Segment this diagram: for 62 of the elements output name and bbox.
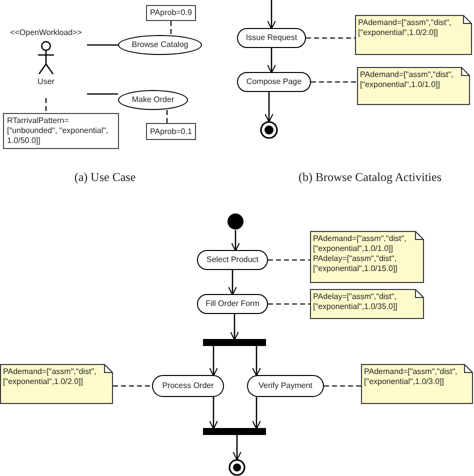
use-case-label: Browse Catalog: [132, 40, 188, 50]
dashed-connector: [268, 259, 310, 261]
action-label: Compose Page: [246, 77, 302, 87]
actor-name: User: [36, 77, 56, 87]
note-text: PAdemand=["assm","dist", ["exponential",1.0/3.0]]: [364, 367, 458, 387]
arrow: [266, 0, 276, 30]
dashed-connector: [45, 98, 47, 113]
use-case-label: Make Order: [132, 95, 174, 105]
note-text: PAdelay=["assm","dist", ["exponential",1.0/15.0]]: [313, 254, 398, 274]
note-box: [0, 364, 113, 404]
note-text: PAdelay=["assm","dist", ["exponential",1.0/35.0]]: [313, 292, 398, 312]
action-node: [237, 28, 306, 48]
dashed-connector: [170, 21, 172, 35]
dashed-connector: [268, 303, 310, 305]
dashed-connector: [311, 81, 357, 83]
connector: [87, 93, 118, 95]
sync-bar: [203, 428, 266, 435]
tagged-value-text: PAprob=0.9: [150, 8, 192, 18]
note-box: [357, 67, 470, 105]
tagged-value-box: [3, 113, 119, 149]
note-text: PAdemand=["assm","dist", ["exponential",1.0/2.0]]: [3, 367, 98, 387]
arrow: [230, 230, 240, 252]
arrow: [208, 346, 218, 376]
note-box: [310, 289, 424, 319]
tagged-value-box: [146, 5, 196, 21]
dashed-connector: [324, 385, 361, 387]
note-text: PAdemand=["assm","dist", ["exponential",1.0/1.0]]: [313, 234, 408, 254]
note-text: PAdemand=["assm","dist", ["exponential",1.0/1.0]]: [360, 70, 454, 90]
action-label: Select Product: [206, 255, 259, 265]
arrow: [230, 314, 240, 340]
note-box: [310, 231, 424, 283]
dashed-connector: [113, 385, 152, 387]
action-label: Verify Payment: [258, 381, 312, 391]
action-label: Issue Request: [246, 33, 298, 43]
action-node: [197, 294, 268, 314]
action-label: Fill Order Form: [206, 299, 260, 309]
note-box: [355, 15, 472, 55]
arrow: [252, 397, 262, 430]
tagged-value-text: RTarrivalPattern=["unbounded", "exponential", 1.0/50.0]]: [7, 116, 110, 146]
sync-bar: [203, 339, 266, 346]
dashed-connector: [306, 37, 355, 39]
dashed-connector: [166, 110, 168, 123]
arrow: [264, 92, 274, 122]
action-node: [247, 375, 324, 397]
action-node: [197, 250, 268, 270]
note-box: [361, 364, 473, 404]
connector: [87, 44, 118, 46]
note-text: PAdemand=["assm","dist", ["exponential",1.0/2.0]]: [358, 18, 452, 38]
arrow: [208, 397, 218, 430]
action-label: Process Order: [162, 381, 214, 391]
arrow: [228, 270, 238, 296]
stereotype-label: <<OpenWorkload>>: [9, 28, 83, 38]
action-node: [237, 72, 311, 92]
action-node: [152, 375, 224, 397]
arrow: [266, 48, 276, 74]
arrow: [232, 435, 242, 460]
tagged-value-text: PAprob=0.1: [150, 126, 192, 136]
caption: (a) Use Case: [74, 170, 136, 185]
caption: (b) Browse Catalog Activities: [298, 170, 442, 185]
use-case-ellipse: [118, 90, 188, 110]
arrow: [252, 346, 262, 376]
tagged-value-box: [146, 123, 196, 140]
